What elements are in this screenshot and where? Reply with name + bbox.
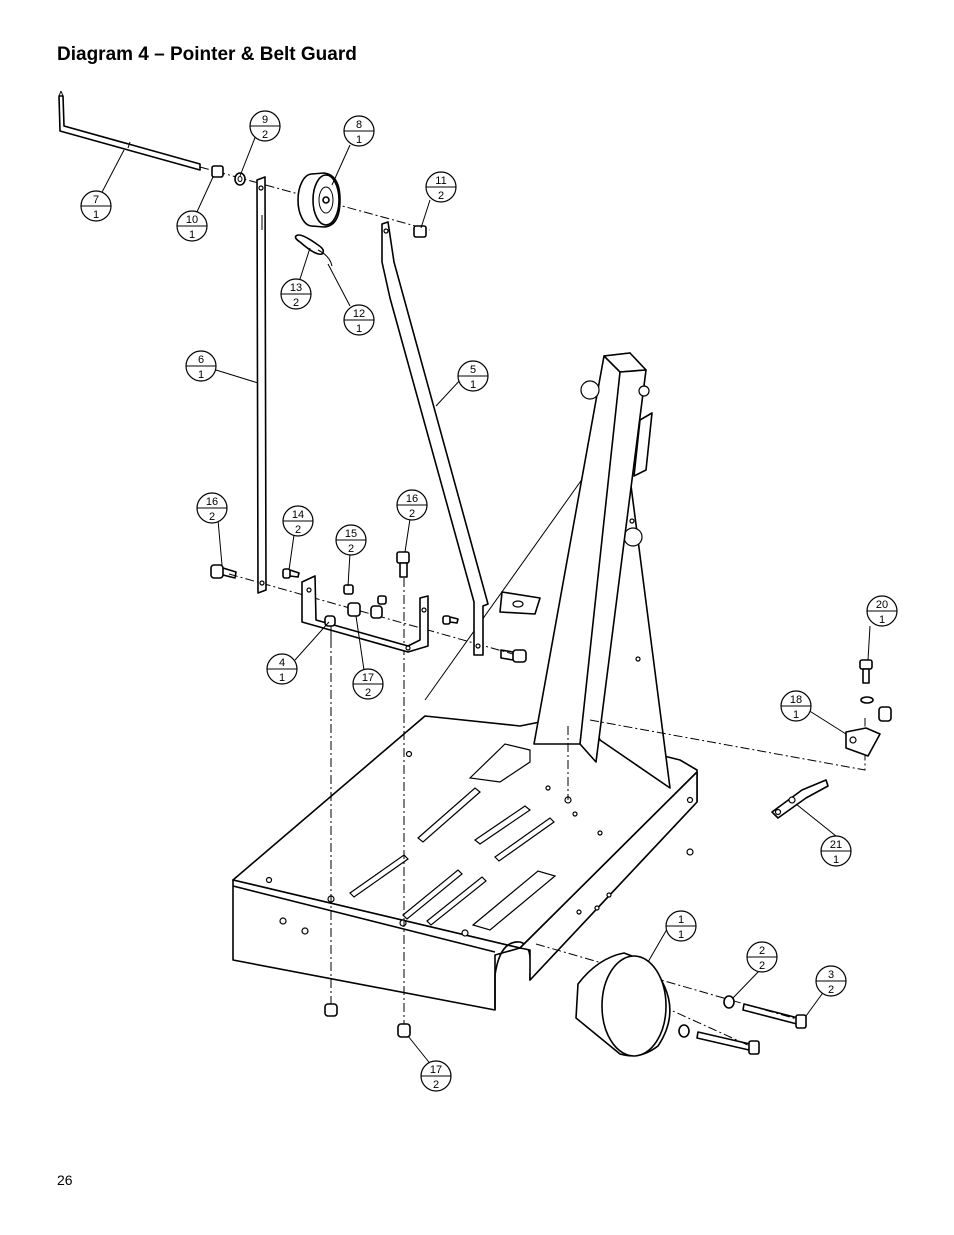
- callout-qty: 2: [828, 984, 834, 996]
- callout-qty: 2: [409, 508, 415, 520]
- callout-qty: 2: [365, 687, 371, 699]
- callout-c1: 1 1: [665, 910, 697, 942]
- callout-qty: 1: [356, 323, 362, 335]
- callout-c21: 21 1: [820, 835, 852, 867]
- upright-post: [424, 352, 671, 789]
- callout-c16a: 16 2: [196, 492, 228, 524]
- callout-c5: 5 1: [457, 360, 489, 392]
- callout-qty: 1: [279, 672, 285, 684]
- callout-qty: 2: [348, 543, 354, 555]
- nut-11: [413, 225, 427, 238]
- callout-item: 2: [759, 945, 765, 957]
- vertical-bar: [256, 176, 267, 594]
- callout-item: 6: [198, 354, 204, 366]
- callout-item: 5: [470, 364, 476, 376]
- callout-item: 14: [292, 509, 304, 521]
- callout-qty: 1: [833, 854, 839, 866]
- callout-qty: 2: [293, 297, 299, 309]
- callout-c15: 15 2: [335, 524, 367, 556]
- callout-item: 11: [435, 175, 446, 187]
- callout-c8: 8 1: [343, 115, 375, 147]
- callout-qty: 2: [433, 1079, 439, 1091]
- page-title: Diagram 4 – Pointer & Belt Guard: [57, 44, 357, 65]
- callout-c17b: 17 2: [420, 1060, 452, 1092]
- callout-item: 1: [678, 914, 684, 926]
- callout-c11: 11 2: [425, 171, 457, 203]
- pointer-arm: [381, 221, 489, 656]
- callout-c17a: 17 2: [352, 668, 384, 700]
- callout-item: 8: [356, 119, 362, 131]
- callout-c6: 6 1: [185, 350, 217, 382]
- callout-qty: 2: [295, 524, 301, 536]
- callout-c12: 12 1: [343, 304, 375, 336]
- base-frame: [232, 715, 698, 1011]
- callout-qty: 1: [189, 229, 195, 241]
- callout-item: 21: [830, 839, 842, 851]
- callout-c3: 3 2: [815, 965, 847, 997]
- pulley: [297, 172, 341, 228]
- right-bracket: [771, 659, 892, 819]
- callout-qty: 1: [470, 379, 476, 391]
- callout-qty: 2: [759, 960, 765, 972]
- callout-item: 12: [353, 308, 365, 320]
- guard-fasteners: [324, 995, 807, 1055]
- callout-qty: 1: [879, 614, 885, 626]
- callout-c13: 13 2: [280, 278, 312, 310]
- belt-guard: [575, 952, 671, 1057]
- callout-item: 9: [262, 114, 268, 126]
- callout-c18: 18 1: [780, 690, 812, 722]
- callout-item: 17: [430, 1064, 442, 1076]
- callout-item: 16: [406, 493, 418, 505]
- callout-c4: 4 1: [266, 653, 298, 685]
- callout-c10: 10 1: [176, 210, 208, 242]
- callout-c7: 7 1: [80, 190, 112, 222]
- callout-c16b: 16 2: [396, 489, 428, 521]
- callout-qty: 1: [793, 709, 799, 721]
- callout-qty: 1: [93, 209, 99, 221]
- callout-qty: 1: [198, 369, 204, 381]
- callout-item: 18: [790, 694, 802, 706]
- callout-item: 20: [876, 599, 888, 611]
- callout-qty: 1: [356, 134, 362, 146]
- callout-qty: 2: [209, 511, 215, 523]
- callout-qty: 2: [262, 129, 268, 141]
- callout-c2: 2 2: [746, 941, 778, 973]
- callout-item: 13: [290, 282, 302, 294]
- callout-c14: 14 2: [282, 505, 314, 537]
- callout-c20: 20 1: [866, 595, 898, 627]
- callout-item: 7: [93, 194, 99, 206]
- callout-item: 15: [345, 528, 357, 540]
- callout-item: 3: [828, 969, 834, 981]
- callout-item: 10: [186, 214, 198, 226]
- page-number: 26: [57, 1172, 73, 1188]
- pin-clip: [294, 234, 333, 267]
- bracket: [301, 575, 429, 653]
- callout-qty: 1: [678, 929, 684, 941]
- slotted-clip: [499, 591, 541, 615]
- callout-item: 4: [279, 657, 285, 669]
- bracket-fasteners: [210, 551, 527, 663]
- nut-and-washer: [211, 165, 246, 186]
- callout-c9: 9 2: [249, 110, 281, 142]
- pointer-rod: [58, 90, 201, 171]
- callout-item: 16: [206, 496, 218, 508]
- callout-qty: 2: [438, 190, 444, 202]
- callout-item: 17: [362, 672, 374, 684]
